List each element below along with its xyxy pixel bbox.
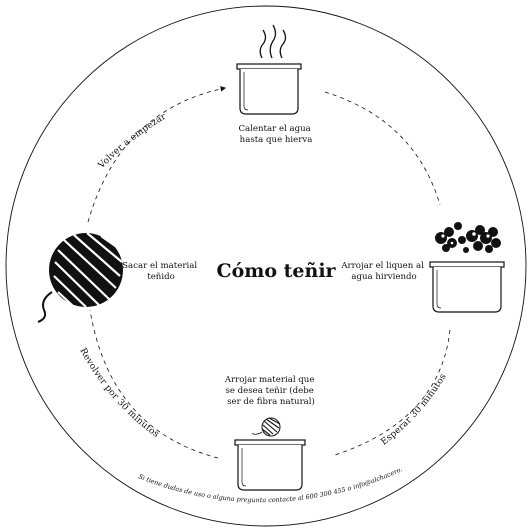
pot-with-yarn-icon: [234, 417, 306, 491]
cycle-arrow-left-to-top: [87, 86, 227, 223]
step-bottom-label: Arrojar material que se desea teñir (deb…: [224, 375, 317, 407]
steaming-pot-icon: [236, 24, 302, 115]
cycle-arrow-right-to-bottom: [334, 329, 451, 456]
step-left-label: Sacar el material teñido: [122, 261, 200, 282]
yarn-ball-icon: [37, 232, 123, 323]
outer-boundary-circle: [5, 5, 527, 527]
step-right-label: Arrojar el liquen al agua hirviendo: [340, 261, 426, 282]
diagram-title: Cómo teñir: [216, 260, 336, 282]
step-top-label: Calentar el agua hasta que hierva: [238, 124, 313, 145]
cycle-arrow-top-to-right: [324, 91, 441, 206]
pot-with-lichen-icon: [429, 222, 505, 313]
cycle-arrow-bottom-to-left: [89, 309, 219, 459]
